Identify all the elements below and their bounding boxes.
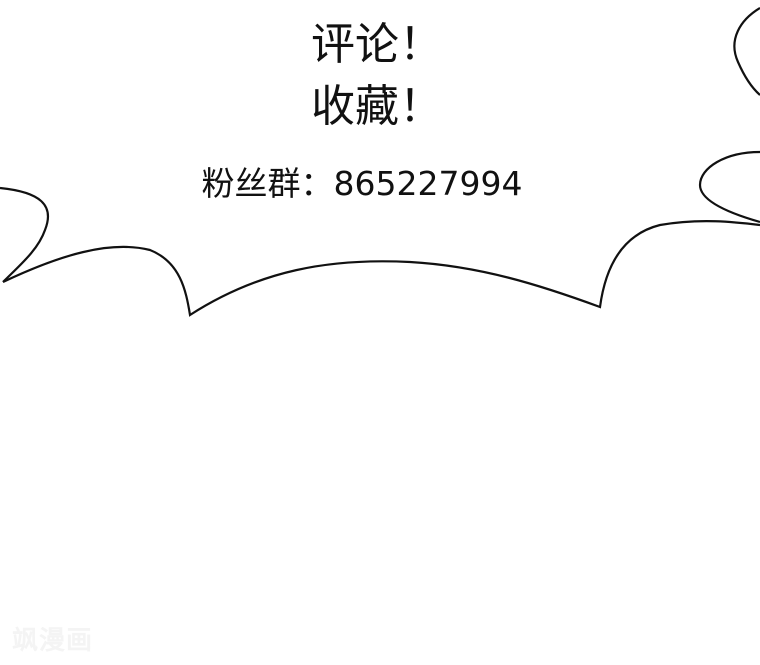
bubble-left-lobe: [0, 186, 50, 283]
bubble-right-mid-lobe: [698, 150, 760, 224]
bubble-right-top-lobe: [733, 7, 760, 96]
bubble-bottom-edge: [2, 220, 760, 317]
watermark-logo: 飒漫画: [12, 626, 94, 656]
comment-text: 评论！: [311, 19, 443, 70]
favorite-text: 收藏！: [311, 81, 443, 132]
fan-group-text: 粉丝群：865227994: [201, 164, 523, 203]
